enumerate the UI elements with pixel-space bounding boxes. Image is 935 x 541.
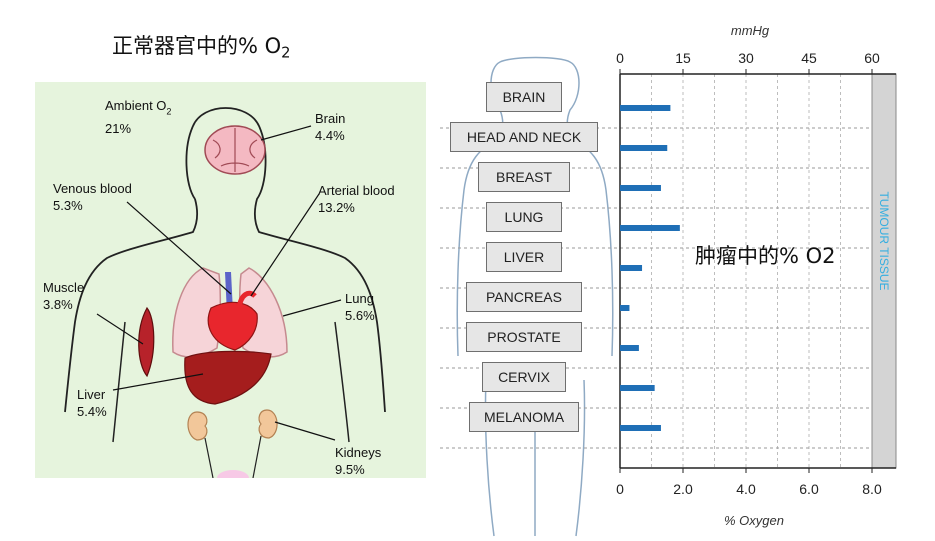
top-axis-label: mmHg <box>731 23 770 38</box>
site-label-head-and-neck: HEAD AND NECK <box>450 122 598 152</box>
tumour-tissue-band: TUMOUR TISSUE <box>871 73 897 469</box>
top-tick-label: 30 <box>738 50 754 66</box>
bladder <box>217 470 249 478</box>
bar-liver <box>620 265 643 271</box>
bar-brain <box>620 105 671 111</box>
brain-value: 4.4% <box>315 128 345 143</box>
aorta <box>236 290 257 309</box>
venous-name: Venous blood <box>53 181 132 196</box>
liver-label: Liver 5.4% <box>77 386 107 420</box>
brain-folds <box>212 128 258 172</box>
normal-organs-title: 正常器官中的% O2 <box>112 30 291 61</box>
bar-head-and-neck <box>620 145 668 151</box>
ureters <box>204 435 262 478</box>
normal-organs-title-text: 正常器官中的% O <box>112 34 282 58</box>
top-tick-label: 45 <box>801 50 817 66</box>
x-tick-label: 8.0 <box>862 481 882 497</box>
lung-value: 5.6% <box>345 308 375 323</box>
kidney-left <box>187 411 208 441</box>
ambient-name: Ambient O <box>105 98 167 113</box>
ambient-subscript: 2 <box>166 106 172 117</box>
normal-organs-title-subscript: 2 <box>281 44 291 62</box>
bar-cervix <box>620 385 655 391</box>
lung-label: Lung 5.6% <box>345 290 375 324</box>
liver <box>184 350 272 405</box>
liver-name: Liver <box>77 387 106 402</box>
tumour-title: 肿瘤中的% O2 <box>695 244 836 268</box>
human-silhouette <box>456 56 614 537</box>
body-outline <box>64 107 386 413</box>
x-axis-label: % Oxygen <box>724 513 784 528</box>
arterial-value: 13.2% <box>318 200 355 215</box>
ambient-value: 21% <box>105 121 132 137</box>
chart-axes <box>619 69 896 473</box>
bar-melanoma <box>620 425 661 431</box>
site-label-cervix: CERVIX <box>482 362 566 392</box>
top-tick-label: 0 <box>616 50 624 66</box>
bar-lung <box>620 225 680 231</box>
pointer-lines <box>96 125 342 441</box>
arm-line-right <box>334 321 350 443</box>
liver-value: 5.4% <box>77 404 107 419</box>
tumour-tissue-band-rect <box>871 73 897 469</box>
bar-prostate <box>620 345 639 351</box>
brain-name: Brain <box>315 111 346 126</box>
muscle-label: Muscle 3.8% <box>43 279 84 313</box>
lung-name: Lung <box>345 291 374 306</box>
muscle-value: 3.8% <box>43 297 73 312</box>
site-label-pancreas: PANCREAS <box>466 282 582 312</box>
kidneys-value: 9.5% <box>335 462 365 477</box>
bar-breast <box>620 185 661 191</box>
site-label-prostate: PROSTATE <box>466 322 582 352</box>
body-illustration <box>64 107 386 478</box>
venous-value: 5.3% <box>53 198 83 213</box>
venous-blood-label: Venous blood 5.3% <box>53 180 132 214</box>
chart-tick-labels: 0 2.0 4.0 6.0 8.0 % Oxygen 0 15 30 45 60 mmHg <box>616 23 882 528</box>
site-label-breast: BREAST <box>478 162 570 192</box>
x-tick-label: 2.0 <box>673 481 693 497</box>
x-tick-label: 4.0 <box>736 481 756 497</box>
normal-organs-panel: Ambient O2 21% Brain 4.4% Venous blood 5.3%… <box>35 82 426 478</box>
top-tick-label: 15 <box>675 50 691 66</box>
kidneys-label: Kidneys 9.5% <box>335 444 381 478</box>
brain-label: Brain 4.4% <box>315 110 345 144</box>
site-label-liver: LIVER <box>486 242 562 272</box>
x-tick-label: 6.0 <box>799 481 819 497</box>
arterial-name: Arterial blood <box>318 183 395 198</box>
bar-pancreas <box>620 305 630 311</box>
site-label-melanoma: MELANOMA <box>469 402 579 432</box>
top-tick-label: 60 <box>864 50 880 66</box>
tumour-tissue-band-label: TUMOUR TISSUE <box>877 191 891 290</box>
site-label-brain: BRAIN <box>486 82 562 112</box>
x-tick-label: 0 <box>616 481 624 497</box>
chart-bars <box>620 105 680 431</box>
kidneys-name: Kidneys <box>335 445 382 460</box>
ambient-o2-label: Ambient O2 21% <box>105 97 171 137</box>
arterial-blood-label: Arterial blood 13.2% <box>318 182 395 216</box>
arm-line-left <box>112 321 126 443</box>
site-label-lung: LUNG <box>486 202 562 232</box>
muscle-name: Muscle <box>43 280 85 295</box>
muscle <box>138 306 155 378</box>
